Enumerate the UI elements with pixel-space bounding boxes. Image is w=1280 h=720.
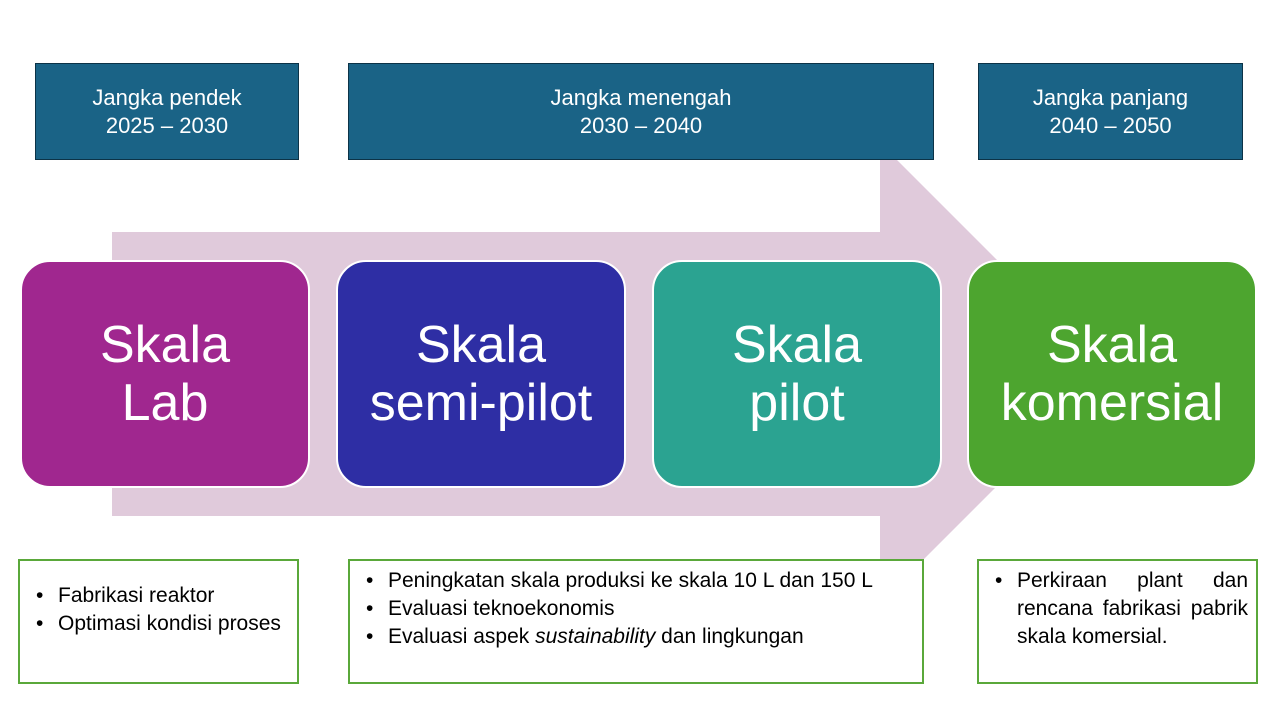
notes-short-term: Fabrikasi reaktor Optimasi kondisi prose… [18,559,299,684]
note-item: Peningkatan skala produksi ke skala 10 L… [359,567,912,595]
note-item: Optimasi kondisi proses [29,610,289,638]
stage-line1: Skala [731,316,863,374]
note-item: Fabrikasi reaktor [29,582,289,610]
phase-label: Jangka pendek [92,84,242,110]
note-item: Evaluasi teknoekonomis [359,595,912,623]
stage-lab: Skala Lab [20,260,310,488]
stage-commercial: Skala komersial [967,260,1257,488]
phase-years: 2030 – 2040 [579,112,703,138]
stage-pilot: Skala pilot [652,260,942,488]
phase-mid-term: Jangka menengah 2030 – 2040 [348,63,934,160]
stage-semi-pilot: Skala semi-pilot [336,260,626,488]
note-item: Perkiraan plant dan rencana fabrikasi pa… [988,567,1248,651]
phase-label: Jangka menengah [550,84,732,110]
note-emphasis: sustainability [535,625,656,648]
notes-long-term: Perkiraan plant dan rencana fabrikasi pa… [977,559,1258,684]
stage-line2: komersial [1000,374,1224,432]
stage-line1: Skala [99,316,231,374]
stage-line2: pilot [749,374,845,432]
stage-line1: Skala [1046,316,1178,374]
stage-line2: semi-pilot [369,374,593,432]
phase-label: Jangka panjang [1032,84,1189,110]
notes-mid-term: Peningkatan skala produksi ke skala 10 L… [348,559,924,684]
phase-years: 2040 – 2050 [1049,112,1172,138]
note-item: Evaluasi aspek sustainability dan lingku… [359,623,912,651]
stage-line1: Skala [415,316,547,374]
phase-years: 2025 – 2030 [105,112,229,138]
phase-short-term: Jangka pendek 2025 – 2030 [35,63,299,160]
note-text: Evaluasi aspek [388,625,536,648]
stage-line2: Lab [121,374,209,432]
phase-long-term: Jangka panjang 2040 – 2050 [978,63,1243,160]
note-text: dan lingkungan [655,625,804,648]
